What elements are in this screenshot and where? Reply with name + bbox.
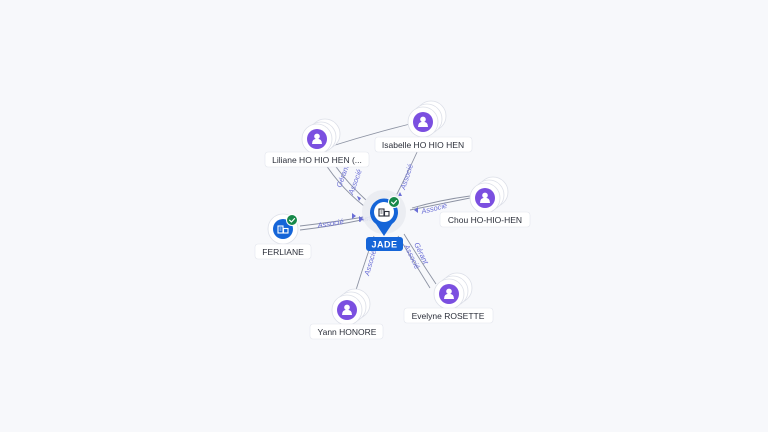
edge-chou-associe[interactable] — [409, 197, 471, 211]
company-icon — [378, 208, 390, 217]
arrow-head — [359, 216, 363, 222]
check-icon — [391, 200, 398, 205]
node-center-jade[interactable]: JADE — [362, 190, 406, 251]
node-label: Chou HO-HIO-HEN — [448, 215, 522, 225]
node-label-box — [254, 243, 312, 260]
node-label-box — [309, 323, 384, 340]
edge-ferliane-associe-1[interactable] — [299, 216, 365, 227]
verified-badge — [286, 214, 298, 226]
arrow-head — [414, 207, 418, 213]
edge-chou-link[interactable] — [411, 195, 471, 209]
node-yann[interactable]: Yann HONORE — [309, 288, 384, 340]
verified-badge — [388, 196, 400, 208]
arrow-head — [398, 192, 402, 196]
node-label-box — [374, 136, 473, 153]
arrow-head — [352, 213, 356, 219]
edge-label: Associé — [316, 217, 344, 230]
edges — [299, 123, 471, 291]
check-icon — [289, 218, 296, 223]
center-label: JADE — [371, 240, 397, 250]
edge-label: Associé — [362, 249, 378, 278]
node-chou[interactable]: Chou HO-HIO-HEN — [439, 176, 531, 228]
edge-label: Associé — [398, 163, 415, 192]
edge-evelyne-gerant[interactable] — [403, 233, 437, 285]
node-label: Liliane HO HIO HEN (... — [272, 155, 362, 165]
node-label-box — [264, 151, 370, 168]
edge-isabelle-associe[interactable] — [395, 149, 419, 197]
node-label: Evelyne ROSETTE — [412, 311, 485, 321]
node-label: Yann HONORE — [318, 327, 377, 337]
node-liliane[interactable]: Liliane HO HIO HEN (... — [264, 118, 370, 168]
node-evelyne[interactable]: Evelyne ROSETTE — [403, 272, 494, 324]
center-label-box — [366, 237, 403, 251]
edge-isabelle-link[interactable] — [331, 123, 411, 147]
arrow-head — [357, 196, 361, 201]
node-isabelle[interactable]: Isabelle HO HIO HEN — [374, 100, 473, 153]
node-label-box — [439, 211, 531, 228]
node-ferliane[interactable]: FERLIANE — [254, 213, 312, 260]
node-label: FERLIANE — [262, 247, 304, 257]
node-label-box — [403, 307, 494, 324]
node-label: Isabelle HO HIO HEN — [382, 140, 464, 150]
